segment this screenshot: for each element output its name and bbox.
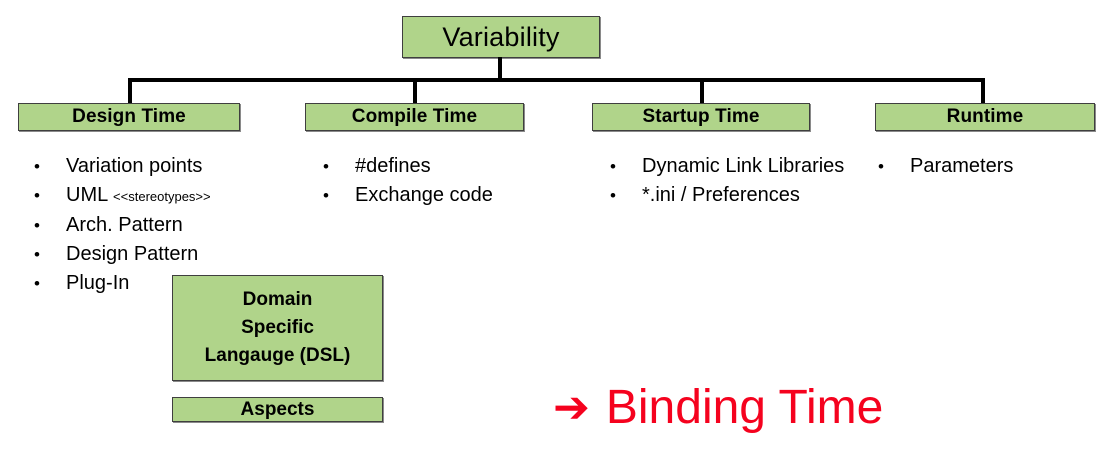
bullet-dot-icon: • bbox=[878, 157, 884, 176]
list-item-label: Arch. Pattern bbox=[66, 214, 183, 236]
dsl-line-2: Specific bbox=[241, 317, 314, 338]
category-box-compile-time: Compile Time bbox=[305, 103, 524, 131]
category-box-runtime: Runtime bbox=[875, 103, 1095, 131]
root-node-label: Variability bbox=[442, 21, 560, 52]
bullet-dot-icon: • bbox=[610, 186, 616, 205]
bullet-dot-icon: • bbox=[34, 216, 40, 235]
list-item-label: Plug-In bbox=[66, 272, 130, 294]
list-item: • *.ini / Preferences bbox=[610, 181, 865, 210]
root-node-variability: Variability bbox=[402, 16, 600, 58]
connector-stem-vertical bbox=[498, 57, 502, 82]
list-item: • Variation points bbox=[34, 152, 294, 181]
list-item-stereotype-text: <<stereotypes>> bbox=[113, 189, 211, 204]
list-item-label: Design Pattern bbox=[66, 243, 199, 265]
dsl-line-3: Langauge (DSL) bbox=[204, 345, 351, 366]
list-item-label: UML <<stereotypes>> bbox=[66, 181, 294, 211]
bullet-dot-icon: • bbox=[323, 186, 329, 205]
list-item-label: Exchange code bbox=[355, 184, 493, 206]
connector-drop-design-time bbox=[128, 78, 132, 104]
bullet-list-startup-time: • Dynamic Link Libraries • *.ini / Prefe… bbox=[610, 152, 865, 210]
binding-time-label: Binding Time bbox=[605, 381, 884, 434]
bullet-list-design-time: • Variation points • UML <<stereotypes>>… bbox=[34, 152, 294, 298]
list-item-main-text: UML bbox=[66, 184, 114, 206]
list-item: • UML <<stereotypes>> bbox=[34, 181, 294, 211]
bullet-dot-icon: • bbox=[34, 245, 40, 264]
connector-drop-compile-time bbox=[413, 78, 417, 104]
bullet-dot-icon: • bbox=[34, 274, 40, 293]
list-item: • Exchange code bbox=[323, 181, 573, 210]
category-box-startup-time: Startup Time bbox=[592, 103, 810, 131]
bullet-list-compile-time: • #defines • Exchange code bbox=[323, 152, 573, 210]
bullet-dot-icon: • bbox=[34, 157, 40, 176]
list-item-label: Variation points bbox=[66, 155, 203, 177]
category-label-design-time: Design Time bbox=[72, 106, 186, 127]
category-label-startup-time: Startup Time bbox=[642, 106, 760, 127]
binding-time-callout: ➔ Binding Time bbox=[553, 381, 884, 434]
category-label-runtime: Runtime bbox=[946, 106, 1024, 127]
list-item: • Dynamic Link Libraries bbox=[610, 152, 865, 181]
bullet-dot-icon: • bbox=[610, 157, 616, 176]
arrow-right-icon: ➔ bbox=[553, 383, 590, 433]
list-item: • #defines bbox=[323, 152, 573, 181]
list-item: • Plug-In bbox=[34, 269, 294, 298]
bullet-dot-icon: • bbox=[34, 186, 40, 205]
list-item-label: *.ini / Preferences bbox=[642, 184, 800, 206]
box-domain-specific-language: Domain Specific Langauge (DSL) bbox=[172, 275, 383, 381]
list-item: • Parameters bbox=[878, 152, 1098, 181]
list-item-label: Parameters bbox=[910, 155, 1014, 177]
box-aspects: Aspects bbox=[172, 397, 383, 422]
connector-drop-runtime bbox=[981, 78, 985, 104]
dsl-line-1: Domain bbox=[242, 289, 313, 310]
aspects-label: Aspects bbox=[240, 398, 315, 420]
category-label-compile-time: Compile Time bbox=[351, 106, 478, 127]
list-item-label: Dynamic Link Libraries bbox=[642, 155, 845, 177]
list-item-label: #defines bbox=[355, 155, 431, 177]
bullet-dot-icon: • bbox=[323, 157, 329, 176]
list-item: • Design Pattern bbox=[34, 240, 294, 269]
bullet-list-runtime: • Parameters bbox=[878, 152, 1098, 181]
category-box-design-time: Design Time bbox=[18, 103, 240, 131]
list-item: • Arch. Pattern bbox=[34, 211, 294, 240]
connector-drop-startup-time bbox=[700, 78, 704, 104]
connector-horizontal-bar bbox=[128, 78, 985, 82]
